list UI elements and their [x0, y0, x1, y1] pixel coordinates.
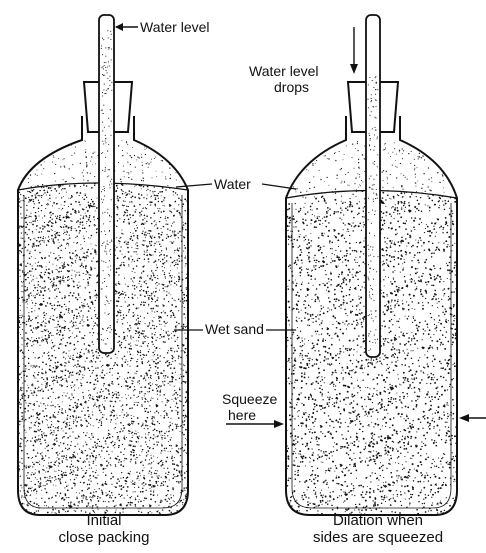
squeeze-label-line1: Squeeze	[222, 391, 277, 407]
caption-right-line2: sides are squeezed	[313, 529, 443, 546]
caption-right-line1: Dilation when	[333, 512, 423, 529]
right-bottle	[285, 15, 458, 517]
water-leader-left	[176, 184, 212, 187]
label-water: Water	[176, 176, 296, 192]
label-water-level: Water level	[115, 19, 210, 35]
squeeze-label-line2: here	[228, 407, 256, 423]
label-wet-sand: Wet sand	[174, 321, 296, 337]
left-bottle	[17, 15, 188, 517]
right-arrow-icon	[274, 420, 284, 428]
water-level-label: Water level	[140, 19, 210, 35]
arrowhead-icon	[115, 23, 123, 31]
water-level-drops-label-line2: drops	[274, 79, 309, 95]
caption-left-line2: close packing	[59, 529, 150, 546]
label-water-level-drops: Water level drops	[249, 27, 358, 95]
left-arrow-icon	[459, 414, 469, 422]
down-arrow-icon	[350, 64, 358, 74]
water-label: Water	[214, 176, 251, 192]
water-level-drops-label-line1: Water level	[249, 63, 319, 79]
wet-sand-label: Wet sand	[205, 321, 264, 337]
caption-left-line1: Initial	[86, 512, 121, 529]
right-tube	[366, 15, 380, 357]
